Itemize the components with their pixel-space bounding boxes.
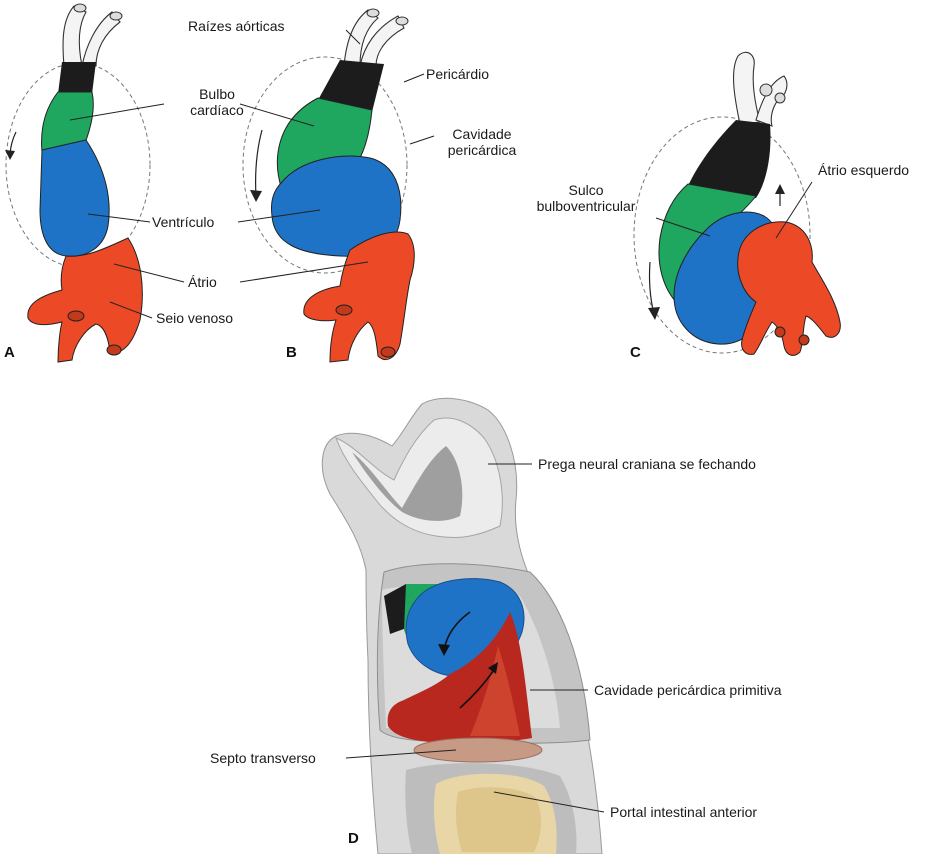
ventricle-a — [40, 140, 109, 256]
left-atrium-c — [738, 222, 841, 356]
vessel-opening-b2 — [396, 17, 408, 25]
label-cavidade-primitiva: Cavidade pericárdica primitiva — [594, 682, 782, 698]
label-sulco-bulboventricular: Sulco bulboventricular — [516, 182, 656, 214]
label-septo-transverso: Septo transverso — [210, 750, 316, 766]
vein-opening-c1 — [775, 327, 785, 337]
label-seio-venoso: Seio venoso — [156, 310, 233, 326]
vein-opening-a2 — [107, 345, 121, 355]
label-raizes-aorticas: Raízes aórticas — [188, 18, 284, 34]
panel-a-heart-tube — [5, 4, 150, 362]
label-portal-intestinal: Portal intestinal anterior — [610, 804, 757, 820]
panel-label-b: B — [286, 344, 297, 361]
panel-b-heart-tube — [243, 9, 414, 362]
panel-label-c: C — [630, 344, 641, 361]
aortic-root-c — [734, 52, 760, 124]
vein-opening-c2 — [799, 335, 809, 345]
septum-transversum — [414, 738, 542, 762]
curve-arrow-b — [256, 130, 262, 196]
curve-arrow-c — [650, 262, 655, 314]
vein-opening-b1 — [336, 305, 352, 315]
vessel-opening-b1 — [367, 9, 379, 17]
vessel-opening-a2 — [110, 12, 122, 20]
portal-shading — [456, 787, 541, 852]
outflow-tract-a — [58, 62, 96, 94]
label-prega-neural: Prega neural craniana se fechando — [538, 456, 756, 472]
arrowhead-c2 — [775, 184, 785, 194]
vessel-opening-c1 — [760, 84, 772, 96]
atrium-sinus-a — [28, 238, 143, 362]
panel-c-looped-heart — [634, 52, 840, 355]
vessel-opening-a1 — [74, 4, 86, 12]
label-atrio: Átrio — [188, 274, 217, 290]
label-ventriculo: Ventrículo — [152, 214, 214, 230]
arrowhead-b — [250, 190, 262, 202]
panel-label-a: A — [4, 344, 15, 361]
label-atrio-esquerdo: Átrio esquerdo — [818, 162, 909, 178]
label-cavidade-pericardica: Cavidade pericárdica — [432, 126, 532, 158]
vessel-opening-c2 — [775, 93, 785, 103]
label-pericardio: Pericárdio — [426, 66, 489, 82]
leader-pericardio — [404, 74, 424, 82]
leader-cavidade — [410, 136, 434, 144]
arrowhead-c — [648, 307, 660, 320]
vein-opening-a1 — [68, 311, 84, 321]
aortic-root-a — [63, 6, 86, 66]
vein-opening-b2 — [381, 347, 395, 357]
panel-label-d: D — [348, 830, 359, 847]
label-bulbo-cardiaco: Bulbo cardíaco — [172, 86, 262, 118]
